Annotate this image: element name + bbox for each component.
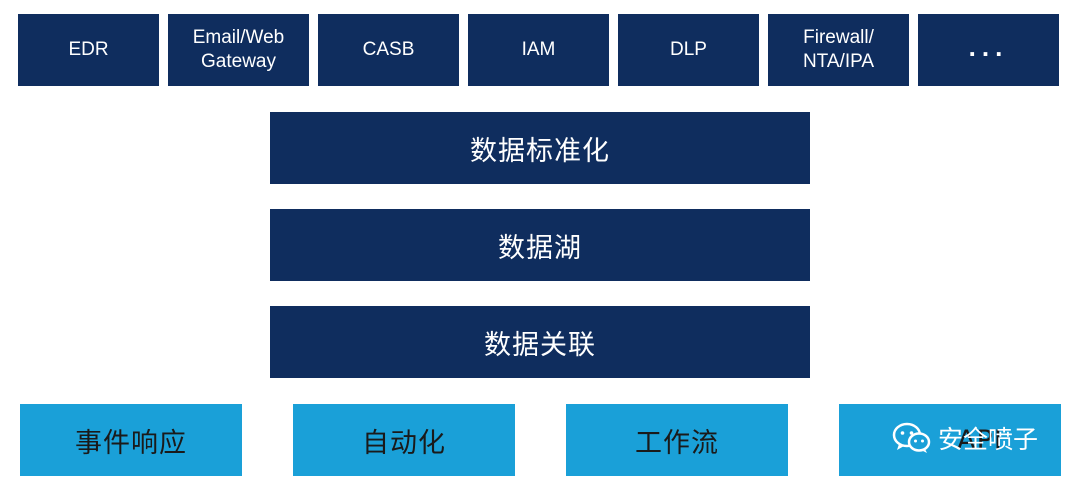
output-workflow-label: 工作流	[635, 427, 719, 459]
source-firewall-nta-ipa: Firewall/ NTA/IPA	[768, 14, 909, 86]
source-dlp: DLP	[618, 14, 759, 86]
source-more-label: ...	[968, 32, 1009, 62]
source-firewall-nta-ipa-label: Firewall/ NTA/IPA	[802, 27, 875, 72]
output-incident-response-label: 事件响应	[75, 427, 187, 459]
source-casb-label: CASB	[362, 39, 415, 60]
source-iam: IAM	[468, 14, 609, 86]
layer-data-lake: 数据湖	[270, 209, 810, 281]
watermark: 安全喷子	[892, 420, 1038, 456]
output-api: API	[839, 404, 1061, 476]
output-api-label: API	[957, 424, 1003, 456]
source-more: ...	[918, 14, 1059, 86]
source-email-web-gateway-label: Email/Web Gateway	[192, 27, 285, 72]
output-incident-response: 事件响应	[20, 404, 242, 476]
source-casb: CASB	[318, 14, 459, 86]
layer-data-correlation-label: 数据关联	[484, 329, 596, 361]
source-iam-label: IAM	[521, 39, 556, 60]
output-automation: 自动化	[293, 404, 515, 476]
source-email-web-gateway: Email/Web Gateway	[168, 14, 309, 86]
layer-data-normalization-label: 数据标准化	[470, 135, 610, 167]
source-edr: EDR	[18, 14, 159, 86]
layer-data-correlation: 数据关联	[270, 306, 810, 378]
output-automation-label: 自动化	[362, 427, 446, 459]
output-workflow: 工作流	[566, 404, 788, 476]
source-dlp-label: DLP	[670, 39, 707, 60]
layer-data-lake-label: 数据湖	[498, 232, 582, 264]
wechat-icon	[892, 422, 931, 453]
source-edr-label: EDR	[68, 39, 109, 60]
layer-data-normalization: 数据标准化	[270, 112, 810, 184]
watermark-text: 安全喷子	[938, 425, 1039, 454]
